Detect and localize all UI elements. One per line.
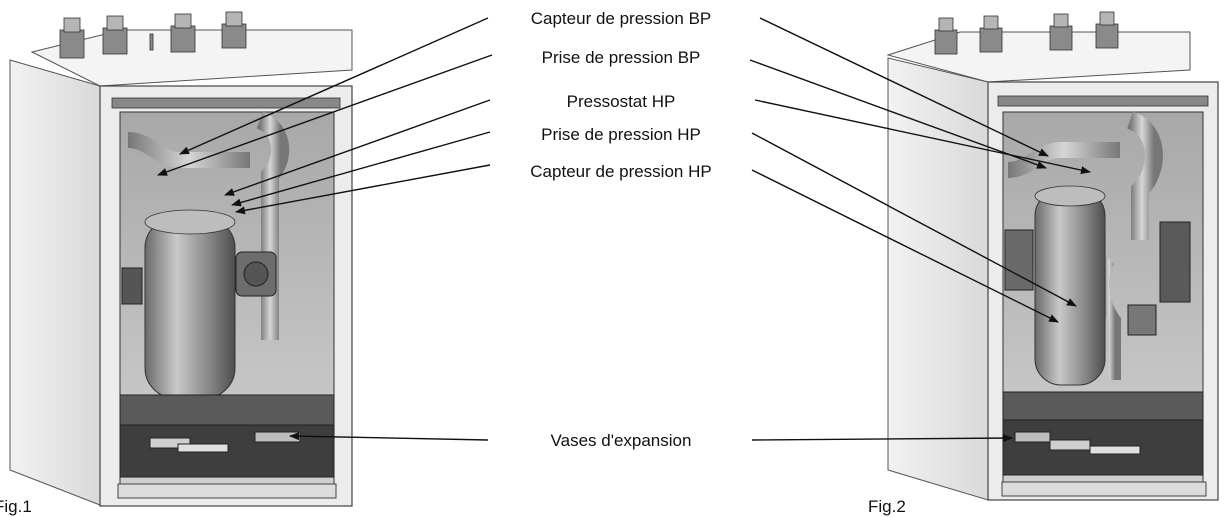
arrow-vases-fig1	[289, 432, 489, 441]
label-vases-expansion: Vases d'expansion	[551, 431, 692, 450]
arrow-pressostat-hp-fig1	[224, 99, 491, 196]
unit-fig1	[9, 11, 353, 507]
arrow-prise-hp-fig2	[751, 132, 1077, 307]
arrow-capteur-hp-fig2	[751, 169, 1059, 323]
label-prise-hp: Prise de pression HP	[541, 125, 701, 144]
arrow-prise-bp-fig2	[749, 59, 1047, 169]
label-prise-bp: Prise de pression BP	[542, 48, 701, 67]
arrow-capteur-bp-fig1	[179, 17, 489, 155]
figure-caption-fig1: Fig.1	[0, 497, 32, 516]
leader-lines	[157, 17, 1091, 443]
figure-caption-fig2: Fig.2	[868, 497, 906, 516]
unit-fig2	[886, 11, 1219, 501]
label-capteur-bp: Capteur de pression BP	[531, 9, 712, 28]
arrow-prise-hp-fig1	[231, 131, 491, 207]
arrow-capteur-bp-fig2	[759, 17, 1049, 157]
arrow-vases-fig2	[751, 434, 1013, 443]
arrow-prise-bp-fig1	[157, 54, 493, 176]
labels: Capteur de pression BP Prise de pression…	[0, 9, 906, 516]
label-pressostat-hp: Pressostat HP	[567, 92, 676, 111]
label-capteur-hp: Capteur de pression HP	[530, 162, 711, 181]
hydraulic-connectors-fig1	[59, 11, 247, 59]
hydraulic-connectors-fig2	[934, 11, 1119, 55]
arrow-capteur-hp-fig1	[235, 164, 491, 215]
arrow-pressostat-hp-fig2	[754, 99, 1091, 175]
